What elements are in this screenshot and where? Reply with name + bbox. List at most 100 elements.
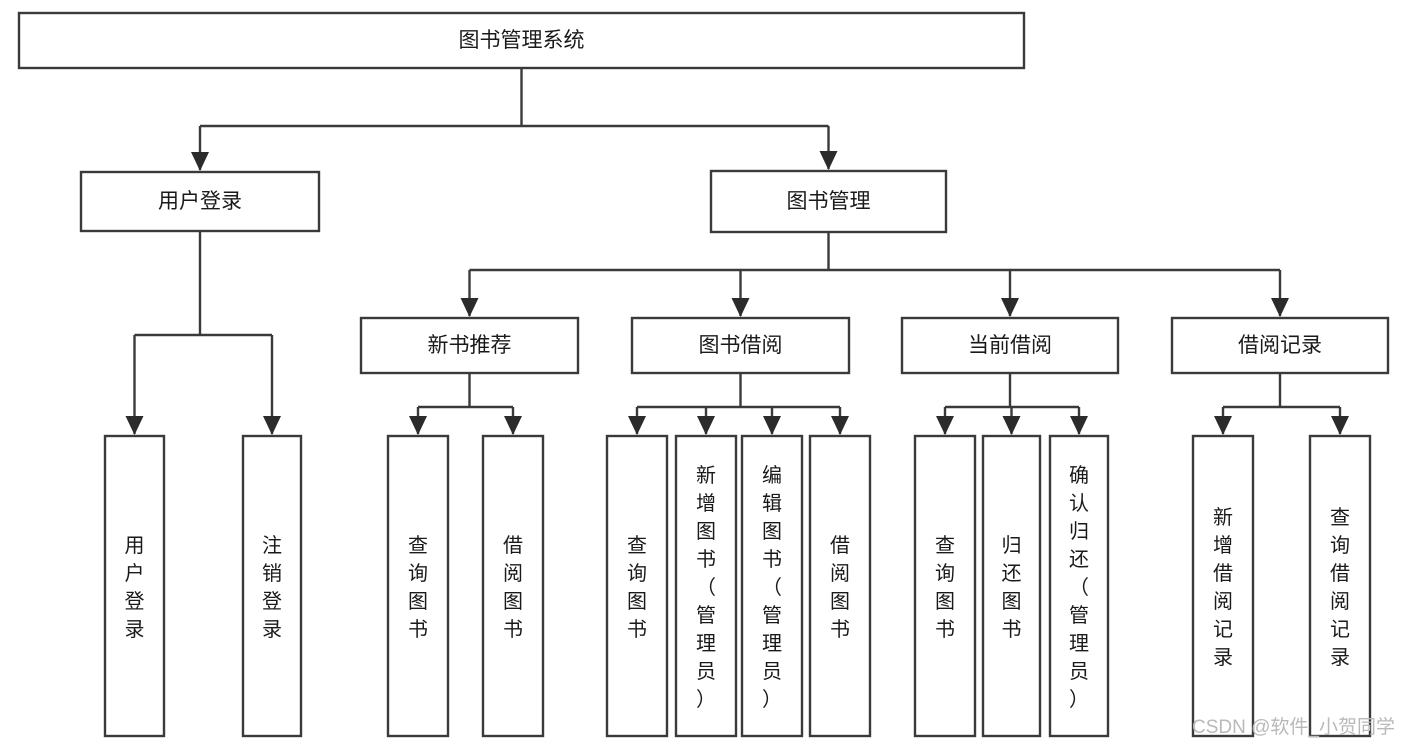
svg-text:登: 登 bbox=[125, 590, 145, 613]
svg-text:归: 归 bbox=[1069, 520, 1089, 543]
arrow-down-icon bbox=[697, 416, 715, 435]
node-level3-box-1[interactable] bbox=[630, 316, 851, 375]
svg-text:书: 书 bbox=[503, 618, 523, 641]
arrow-down-icon bbox=[731, 298, 750, 317]
node-leaf-box-8[interactable] bbox=[913, 434, 977, 738]
node-leaf-box-12[interactable] bbox=[1308, 434, 1372, 738]
node-leaf-box-0[interactable] bbox=[103, 434, 166, 738]
node-level3-box-3[interactable] bbox=[1170, 316, 1390, 375]
svg-text:图: 图 bbox=[627, 591, 647, 613]
svg-text:图: 图 bbox=[408, 591, 428, 613]
arrow-down-icon bbox=[819, 151, 838, 170]
svg-text:书: 书 bbox=[627, 618, 647, 641]
svg-text:阅: 阅 bbox=[1213, 590, 1233, 613]
node-level2-label-1: 图书管理 bbox=[787, 190, 871, 213]
node-level2-box-0[interactable] bbox=[79, 170, 321, 233]
svg-text:编: 编 bbox=[762, 464, 782, 487]
arrow-down-icon bbox=[763, 416, 781, 435]
svg-text:查: 查 bbox=[408, 534, 428, 557]
svg-text:借: 借 bbox=[830, 534, 850, 557]
svg-text:注: 注 bbox=[262, 534, 282, 557]
svg-text:还: 还 bbox=[1069, 548, 1089, 571]
svg-text:录: 录 bbox=[1330, 647, 1350, 669]
node-level3-label-2: 当前借阅 bbox=[968, 334, 1052, 357]
arrow-down-icon bbox=[409, 416, 427, 435]
svg-text:询: 询 bbox=[935, 562, 955, 585]
svg-text:理: 理 bbox=[762, 633, 782, 655]
arrow-down-icon bbox=[1214, 416, 1232, 435]
svg-text:书: 书 bbox=[1002, 618, 1022, 641]
svg-text:）: ） bbox=[696, 688, 716, 711]
svg-text:图: 图 bbox=[1002, 591, 1022, 613]
svg-text:图: 图 bbox=[762, 521, 782, 543]
node-labels-layer: 图书管理系统用户登录图书管理新书推荐图书借阅当前借阅借阅记录用户登录注销登录查询… bbox=[125, 29, 1351, 711]
node-level2-box-1[interactable] bbox=[709, 169, 948, 234]
svg-text:员: 员 bbox=[1069, 661, 1089, 683]
svg-text:管: 管 bbox=[696, 604, 716, 627]
node-leaf-box-4[interactable] bbox=[605, 434, 669, 738]
svg-text:询: 询 bbox=[408, 562, 428, 585]
svg-text:确: 确 bbox=[1069, 464, 1089, 487]
svg-text:（: （ bbox=[696, 576, 716, 599]
svg-text:（: （ bbox=[762, 576, 782, 599]
svg-text:阅: 阅 bbox=[830, 562, 850, 585]
arrow-down-icon bbox=[191, 152, 209, 171]
node-leaf-box-10[interactable] bbox=[1048, 434, 1110, 738]
svg-text:认: 认 bbox=[1069, 492, 1089, 515]
node-level3-label-3: 借阅记录 bbox=[1238, 334, 1322, 357]
node-leaf-box-11[interactable] bbox=[1191, 434, 1255, 738]
svg-text:记: 记 bbox=[1213, 618, 1233, 641]
node-leaf-label-0: 用户登录 bbox=[125, 535, 145, 641]
arrow-down-icon bbox=[1001, 298, 1019, 317]
arrow-down-icon bbox=[125, 416, 144, 435]
svg-text:录: 录 bbox=[1213, 647, 1233, 669]
svg-text:阅: 阅 bbox=[1330, 590, 1350, 613]
svg-text:书: 书 bbox=[762, 548, 782, 571]
node-level3-label-1: 图书借阅 bbox=[699, 334, 783, 357]
connectors-layer bbox=[125, 68, 1349, 435]
svg-text:图: 图 bbox=[696, 521, 716, 543]
node-root-box[interactable] bbox=[17, 11, 1026, 70]
node-leaf-box-6[interactable] bbox=[740, 434, 804, 738]
arrow-down-icon bbox=[263, 416, 281, 435]
node-root-label: 图书管理系统 bbox=[459, 29, 585, 52]
node-leaf-box-9[interactable] bbox=[981, 434, 1042, 738]
svg-text:（: （ bbox=[1069, 576, 1089, 599]
svg-text:理: 理 bbox=[1069, 633, 1089, 655]
node-leaf-box-2[interactable] bbox=[386, 434, 450, 738]
svg-text:书: 书 bbox=[408, 618, 428, 641]
node-boxes-layer bbox=[17, 11, 1390, 738]
node-leaf-box-3[interactable] bbox=[481, 434, 545, 738]
arrow-down-icon bbox=[1002, 416, 1021, 435]
svg-text:询: 询 bbox=[1330, 534, 1350, 557]
node-leaf-box-5[interactable] bbox=[674, 434, 738, 738]
svg-text:新: 新 bbox=[1213, 506, 1233, 529]
svg-text:增: 增 bbox=[1213, 534, 1233, 557]
node-leaf-box-1[interactable] bbox=[241, 434, 303, 738]
node-leaf-box-7[interactable] bbox=[808, 434, 872, 738]
arrow-down-icon bbox=[628, 416, 646, 435]
svg-text:户: 户 bbox=[125, 562, 145, 585]
svg-text:管: 管 bbox=[762, 604, 782, 627]
node-level3-box-2[interactable] bbox=[900, 316, 1120, 375]
svg-text:书: 书 bbox=[830, 618, 850, 641]
svg-text:归: 归 bbox=[1002, 534, 1022, 557]
svg-text:新: 新 bbox=[696, 464, 716, 487]
arrow-down-icon bbox=[1271, 298, 1289, 317]
svg-text:询: 询 bbox=[627, 562, 647, 585]
node-level3-box-0[interactable] bbox=[359, 316, 580, 375]
svg-text:还: 还 bbox=[1002, 562, 1022, 585]
svg-text:增: 增 bbox=[696, 492, 716, 515]
svg-text:图: 图 bbox=[935, 591, 955, 613]
svg-text:员: 员 bbox=[762, 661, 782, 683]
svg-text:登: 登 bbox=[262, 590, 282, 613]
